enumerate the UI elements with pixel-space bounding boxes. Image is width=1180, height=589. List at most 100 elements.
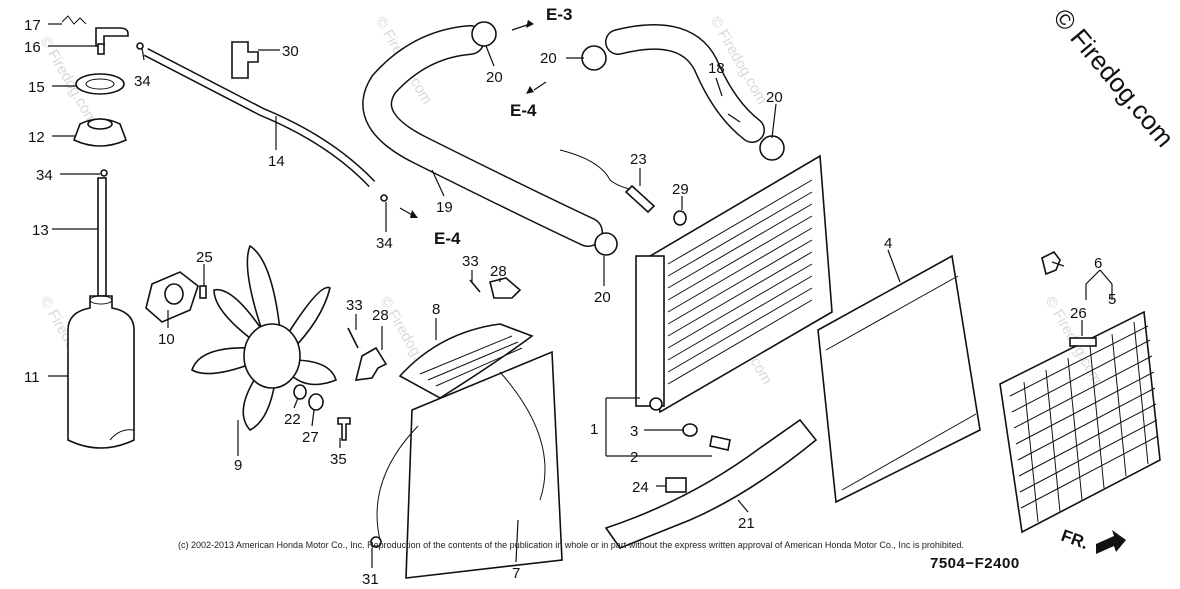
callout-20: 20 [486,69,503,86]
leader [727,113,741,123]
callout-26: 26 [1070,305,1087,322]
shroud-cover-8 [398,323,534,399]
leader [1051,261,1065,267]
bottle-neck-rim [89,295,113,305]
callout-22: 22 [284,411,301,428]
leader [515,519,519,563]
callout-19: 19 [436,199,453,216]
callout-16: 16 [24,39,41,56]
callout-1: 1 [590,421,598,438]
leader [293,397,299,409]
bracket-28-lower [354,346,388,381]
drain-cock-2 [709,435,731,451]
pin-25-shape [199,285,207,299]
callout-30: 30 [282,43,299,60]
bottle-label [109,429,135,441]
callout-10: 10 [158,331,175,348]
callout-14: 14 [268,153,285,170]
shroud-7-arc [376,425,419,541]
callout-7: 7 [512,565,520,582]
callout-4: 4 [884,235,892,252]
callout-2: 2 [630,449,638,466]
leader [605,397,712,457]
radiator-fins [667,179,813,385]
cover-8-grille [419,335,523,387]
fitting-stem-16 [97,43,105,55]
seal-frame-4 [817,254,981,504]
fan-blade [246,244,281,350]
callout-25: 25 [196,249,213,266]
clamp-20-a [471,21,497,47]
leader [141,47,145,61]
callout-31: 31 [362,571,379,588]
radiator-core [635,154,833,414]
callout-24: 24 [632,479,649,496]
callout-5: 5 [1108,291,1116,308]
callout-17: 17 [24,17,41,34]
callout-20: 20 [766,89,783,106]
front-label: FR. [1059,526,1091,553]
drain-fitting [649,397,663,411]
leader-lines [48,23,1113,568]
leader [737,499,749,513]
ref-e4-top: E-4 [510,101,537,120]
seal-4-front [817,254,981,504]
fan-hub-ring [243,323,301,389]
callout-33: 33 [462,253,479,270]
nut-27 [308,393,324,411]
callout-11: 11 [24,369,40,386]
sensor-23-body [624,184,656,214]
ref-e4-left: E-4 [434,229,461,248]
fan-9 [191,244,337,431]
screen-5-mesh-v [1023,321,1149,523]
callout-18: 18 [708,60,725,77]
cap-12-shape [72,118,128,147]
gasket-15-inner [85,78,115,90]
bolt-35 [337,417,351,441]
reservoir-assembly [61,15,135,449]
sensor-23-wire [559,149,637,191]
bracket-28-upper [489,277,522,299]
watermarks: © Firedog.com © Firedog.com © Firedog.co… [37,14,1106,388]
clamp-30-shape [231,41,259,79]
elbow-fitting-16-shape [95,27,129,47]
clip-34-shape [100,169,108,177]
tag-26 [1069,337,1097,347]
clamp-20-d [594,232,618,256]
bolt-6-shape [1041,250,1061,276]
leader [311,409,315,427]
clamp-20-b [581,45,607,71]
screen-5 [999,310,1161,534]
leader [887,249,901,283]
callout-3: 3 [630,423,638,440]
callout-20: 20 [594,289,611,306]
callout-8: 8 [432,301,440,318]
hose-18-inner [606,25,764,142]
seal-4-edges [825,275,977,491]
callout-9: 9 [234,457,242,474]
upper-hose-19 [362,25,603,247]
callout-12: 12 [28,129,45,146]
callout-28: 28 [372,307,389,324]
cover-8-shape [398,323,534,399]
section-references: E-3 E-4 E-4 [399,5,572,248]
callout-15: 15 [28,79,45,96]
leader [715,77,723,97]
shroud-7-arc [499,371,546,501]
screen-5-frame [999,310,1161,534]
bracket-21-shape [604,418,818,549]
reservoir-bottle-11-shape [67,295,135,449]
leader [485,45,495,67]
flange-10 [145,271,199,323]
bolt-31 [370,536,382,548]
callout-6: 6 [1094,255,1102,272]
callout-35: 35 [330,451,347,468]
bolt-33-lower [347,327,359,349]
arrow-e4-left-head [410,210,418,218]
clip-17-shape [61,15,87,25]
cushion-24-shape [665,477,687,493]
clamp-20-c [759,135,785,161]
front-direction: FR. [1059,526,1126,554]
washer-22 [293,384,307,400]
